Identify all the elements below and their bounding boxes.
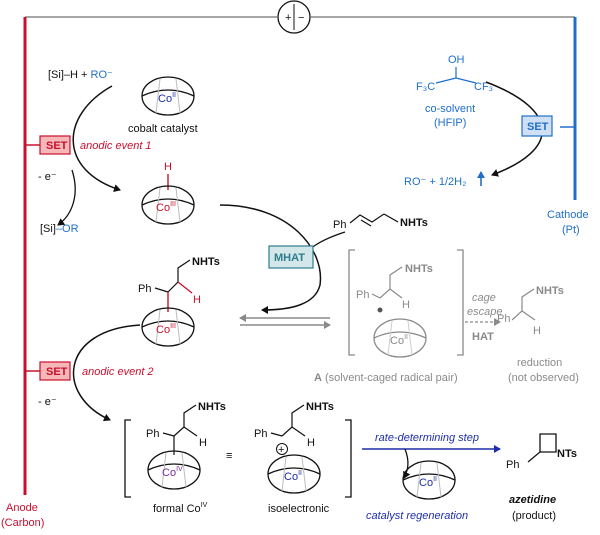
set-badge-cathode-label: SET xyxy=(527,121,549,133)
co3-symbol-2: CoIII xyxy=(156,323,176,336)
cation-co2-symbol: CoII xyxy=(284,470,302,483)
reduction-h: H xyxy=(533,325,541,337)
reduction-ph: Ph xyxy=(497,313,510,325)
equivalence-symbol: ≡ xyxy=(226,450,232,462)
anode-label: Anode xyxy=(6,502,38,514)
set-badge-2-label: SET xyxy=(46,366,68,378)
regenerated-catalyst: CoII xyxy=(402,460,456,500)
isoelectronic-label: isoelectronic xyxy=(268,503,330,515)
circuit: + − xyxy=(23,0,577,495)
battery-plus: + xyxy=(285,12,291,24)
set-badge-cathode xyxy=(521,115,553,137)
silane: [Si]–H + RO⁻ xyxy=(48,69,113,81)
battery-minus: − xyxy=(298,12,304,24)
anodic-event-2: anodic event 2 xyxy=(82,366,154,378)
hydride-h: H xyxy=(164,161,172,173)
azetidine-ph: Ph xyxy=(506,459,519,471)
catalyst-label: cobalt catalyst xyxy=(128,123,198,135)
not-observed-label: (not observed) xyxy=(508,372,579,384)
set-badge-1-label: SET xyxy=(46,140,68,152)
reduction-label: reduction xyxy=(517,357,562,369)
caged-pair-label: A (solvent-caged radical pair) xyxy=(314,372,458,384)
alkene-ph: Ph xyxy=(333,219,346,231)
caged-nhts: NHTs xyxy=(405,263,433,275)
cobalt-hydride: H CoIII xyxy=(141,161,195,225)
anodic-event-1: anodic event 1 xyxy=(80,140,152,152)
alkyl-ph: Ph xyxy=(138,283,151,295)
electron-loss-2: - e⁻ xyxy=(38,396,57,408)
cathode-products: RO⁻ + 1/2H₂ xyxy=(404,176,466,188)
catalyst-regeneration-label: catalyst regeneration xyxy=(366,510,468,522)
hat-label: HAT xyxy=(472,331,494,343)
cation-charge: + xyxy=(278,444,284,456)
escape-label: escape xyxy=(467,306,502,318)
reduction-product: NHTs Ph H xyxy=(497,285,564,337)
cathode-label: Cathode xyxy=(547,209,589,221)
co4-h: H xyxy=(199,437,207,449)
alkene-nhts: NHTs xyxy=(400,217,428,229)
co4-intermediate: NHTs Ph H CoIV xyxy=(146,401,226,490)
co4-symbol: CoIV xyxy=(162,466,183,479)
mhat-label: MHAT xyxy=(274,252,305,264)
cation-nhts: NHTs xyxy=(306,401,334,413)
electron-loss-1: - e⁻ xyxy=(38,171,57,183)
radical-dot xyxy=(377,307,383,313)
hfip-cf3: CF₃ xyxy=(474,81,493,93)
product-label: (product) xyxy=(512,510,556,522)
cobalt-catalyst-co2: CoII xyxy=(141,76,195,116)
azetidine-nts: NTs xyxy=(557,448,577,460)
caged-h: H xyxy=(402,299,410,311)
hfip-oh: OH xyxy=(448,54,465,66)
set-badge-1 xyxy=(39,135,71,155)
alkene-substrate: Ph NHTs xyxy=(333,213,428,231)
regen-co2-symbol: CoII xyxy=(419,476,437,489)
cage-label: cage xyxy=(472,292,496,304)
cation-h: H xyxy=(307,437,315,449)
hfip-f3c: F₃C xyxy=(416,81,435,93)
azetidine-name: azetidine xyxy=(509,494,556,506)
silyl-ether: [Si]–OR xyxy=(40,223,79,235)
set-badge-2 xyxy=(39,361,71,381)
co4-ph: Ph xyxy=(146,428,159,440)
carbocation-co2: NHTs Ph H + CoII xyxy=(254,401,334,494)
caged-radical-pair: NHTs Ph H CoII xyxy=(348,249,464,358)
co2-symbol: CoII xyxy=(158,92,176,105)
caged-co2: CoII xyxy=(390,334,408,347)
cathode-material: (Pt) xyxy=(562,224,580,236)
mhat-badge xyxy=(268,245,314,269)
alkyl-cobalt-co3: NHTs Ph H CoIII xyxy=(138,256,220,347)
hfip-label: (HFIP) xyxy=(434,117,466,129)
reduction-nhts: NHTs xyxy=(536,285,564,297)
co3-symbol-1: CoIII xyxy=(156,201,176,214)
hfip: OH F₃C CF₃ co-solvent (HFIP) xyxy=(416,54,493,129)
cosolvent-label: co-solvent xyxy=(425,103,475,115)
alkyl-h: H xyxy=(193,294,201,306)
caged-ph: Ph xyxy=(356,289,369,301)
alkyl-nhts: NHTs xyxy=(192,256,220,268)
formal-co4-label: formal CoIV xyxy=(153,502,208,515)
cation-ph: Ph xyxy=(254,428,267,440)
azetidine-product: Ph NTs xyxy=(506,433,577,471)
co4-nhts: NHTs xyxy=(198,401,226,413)
rds-label: rate-determining step xyxy=(375,432,479,444)
anode-material: (Carbon) xyxy=(1,517,44,529)
